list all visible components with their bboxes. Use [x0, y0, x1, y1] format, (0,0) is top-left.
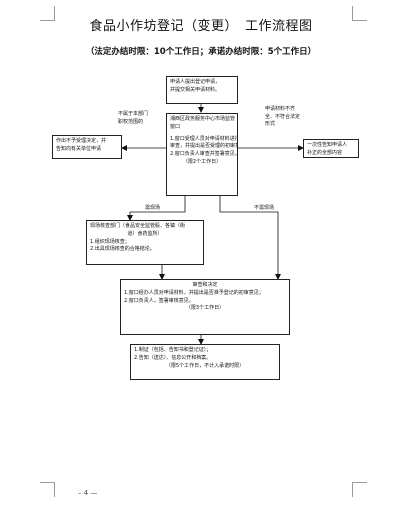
certificate-line-1: 1.制证（包括、告知书和登记证）； [134, 347, 212, 353]
page-number-value: 4 [83, 489, 89, 497]
crop-mark-bottom-right [352, 482, 367, 497]
arrow-window-to-inspect [127, 196, 186, 221]
label-incomplete-3: 形式 [265, 121, 276, 127]
window-line-2: 审查，并提出是否受理的初审意见； [170, 143, 237, 150]
window-review-box: 湘西区政务服务中心市场监管 窗口 1.窗口受理人员对申请材料进行形式 审查，并提… [166, 113, 238, 196]
crop-mark-top-right [352, 6, 367, 21]
apply-line-2: 并提交相关申请材料。 [170, 86, 221, 93]
window-header-1: 湘西区政务服务中心市场监管 [170, 116, 236, 122]
inspection-box: 现场核查部门（食品安全监管股、各镇（街 道）食药监所） 1.组织现场核查； 2.… [86, 220, 204, 265]
page-subtitle: （法定办结时限：10个工作日；承诺办结时限：5个工作日） [85, 47, 317, 57]
review-line-1: 1.窗口经办人员对申请材料，并提出是否准予登记的初审意见； [124, 289, 264, 296]
inspection-line-2: 2.出具现场核查的合格结论。 [90, 246, 155, 253]
label-out-of-scope-1: 不属于本部门 [118, 111, 149, 117]
supplement-line-2: 补正的全部内容 [307, 149, 343, 156]
window-line-3: 2.窗口负责人审查并签署意见。 [170, 151, 238, 157]
certificate-time-limit: （限5个工作日，不计入承诺时限） [165, 362, 245, 369]
label-no-inspection: 不需现场 [254, 205, 275, 211]
label-incomplete-materials: 申请材料不齐 全、不符合法定 形式 [265, 106, 300, 129]
crop-mark-top-left [40, 6, 55, 21]
window-line-1: 1.窗口受理人员对申请材料进行形式 [170, 135, 237, 142]
certificate-box: 1.制证（包括、告知书和登记证）； 2.告知（送达）、信息公开和档案。 （限5个… [130, 344, 280, 380]
label-out-of-scope: 不属于本部门 职权范围的 [118, 111, 148, 126]
inspection-header-1: 现场核查部门（食品安全监管股、各镇（街 [90, 223, 186, 229]
crop-mark-bottom-left [40, 482, 55, 497]
review-header: 审查和决定 [192, 282, 218, 288]
page-number: – 4 — [78, 489, 98, 497]
reject-box: 作出不予受理决定，并 告知向有关单位申请 [52, 135, 122, 159]
apply-box: 申请人提出登记申请， 并提交相关申请材料。 [166, 76, 238, 104]
label-incomplete-2: 全、不符合法定 [265, 113, 301, 120]
page-title: 食品小作坊登记（变更） 工作流程图 [89, 19, 313, 34]
reject-line-1: 作出不予受理决定，并 [56, 138, 107, 144]
label-out-of-scope-2: 职权范围的 [118, 118, 144, 125]
window-time-limit: （限2个工作日） [182, 158, 222, 165]
review-decision-box: 审查和决定 1.窗口经办人员对申请材料，并提出是否准予登记的初审意见； 2.窗口… [120, 279, 290, 335]
certificate-line-2: 2.告知（送达）、信息公开和档案。 [134, 354, 212, 361]
supplement-line-1: 一次性告知申请人 [307, 142, 348, 148]
reject-line-2: 告知向有关单位申请 [56, 145, 102, 152]
inspection-header-2: 道）食药监所） [127, 230, 163, 237]
window-header-2: 窗口 [170, 123, 181, 130]
apply-line-1: 申请人提出登记申请， [170, 79, 221, 85]
label-incomplete-1: 申请材料不齐 [265, 106, 296, 112]
supplement-box: 一次性告知申请人 补正的全部内容 [303, 139, 359, 158]
label-need-inspection: 需现场 [145, 205, 161, 211]
review-time-limit: （限3个工作日） [185, 305, 225, 312]
inspection-line-1: 1.组织现场核查； [90, 238, 130, 245]
review-line-2: 2.窗口负责人，签署审核意见。 [124, 297, 194, 304]
arrow-window-no-inspect [219, 196, 281, 280]
